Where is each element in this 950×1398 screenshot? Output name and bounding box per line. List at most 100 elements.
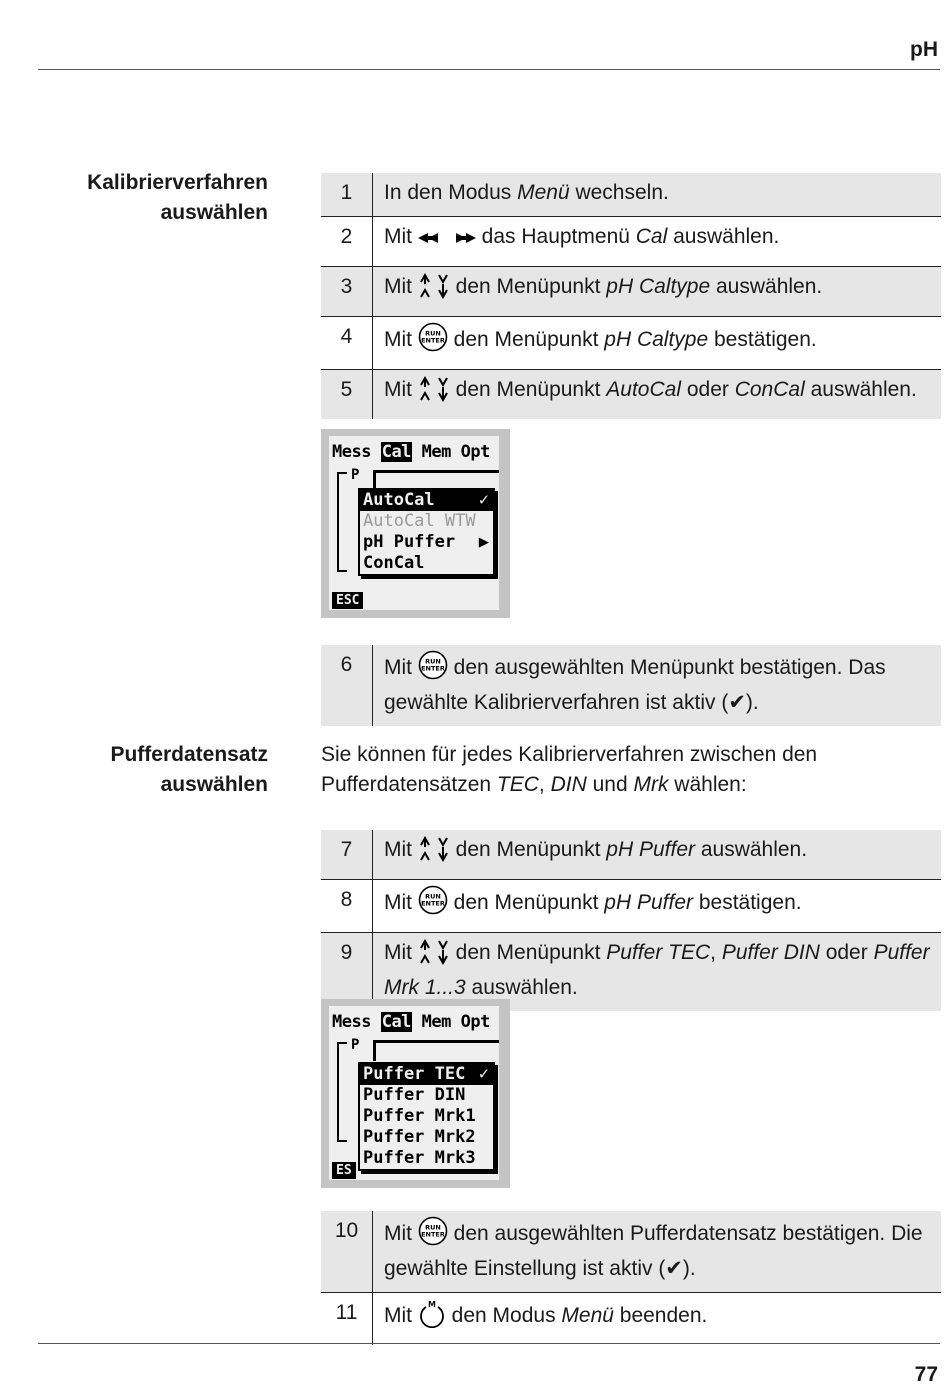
text-segment: Mit xyxy=(384,1304,418,1327)
lcd-menu-item: AutoCal✓ xyxy=(360,490,493,511)
heading-line: Pufferdatensatz xyxy=(110,743,268,766)
emphasized-text: pH Caltype xyxy=(604,328,709,351)
text-segment: Mit xyxy=(384,378,418,401)
step-number: 6 xyxy=(321,645,373,726)
lcd-menu-item: ConCal xyxy=(360,553,493,574)
step-text: Mit den Menüpunkt pH Puffer auswählen. xyxy=(372,830,941,880)
step-text: Mit den Menüpunkt AutoCal oder ConCal au… xyxy=(372,369,941,419)
header-rule xyxy=(38,69,940,70)
text-segment: Mit xyxy=(384,891,418,914)
step-number: 4 xyxy=(321,316,373,370)
text-segment: auswählen. xyxy=(804,378,917,401)
lcd-menu-cal: Cal xyxy=(380,442,412,462)
lcd-esc-softkey: ES xyxy=(332,1162,356,1179)
lcd-menu-item: Puffer Mrk2 xyxy=(360,1127,493,1148)
lcd-background-field xyxy=(373,470,499,491)
emphasized-text: Puffer DIN xyxy=(721,941,820,964)
emphasized-text: Puffer Mrk 1...3 xyxy=(384,941,930,999)
text-segment: , xyxy=(710,941,722,964)
lcd-bracket xyxy=(337,1042,347,1142)
intro-paragraph: Sie können für jedes Kalibrierverfahren … xyxy=(321,740,921,800)
lcd-background-label: P xyxy=(351,1037,360,1053)
left-right-arrows-icon xyxy=(417,227,476,257)
checkmark-icon: ✓ xyxy=(478,490,489,510)
text-segment: auswählen. xyxy=(465,976,578,999)
svg-text:ENTER: ENTER xyxy=(421,665,445,673)
heading-line: Kalibrierverfahren xyxy=(87,171,268,194)
up-down-arrows-icon xyxy=(418,938,450,973)
lcd-menu-item: Puffer TEC✓ xyxy=(360,1064,493,1085)
svg-text:M: M xyxy=(428,1300,436,1309)
text-segment: wechseln. xyxy=(569,181,669,204)
text-segment: Mit xyxy=(384,656,418,679)
step-number: 10 xyxy=(321,1211,373,1293)
step-number: 11 xyxy=(321,1292,373,1345)
heading-line: auswählen xyxy=(160,773,268,796)
lcd-menu-cal: Cal xyxy=(380,1012,412,1032)
lcd-item-label: Puffer Mrk3 xyxy=(363,1148,476,1168)
lcd-menu-bar: Mess Cal Mem Opt xyxy=(332,442,490,462)
text-segment: In den Modus xyxy=(384,181,518,204)
step-number: 5 xyxy=(321,369,373,419)
svg-text:RUN: RUN xyxy=(425,658,441,666)
step-text: In den Modus Menü wechseln. xyxy=(372,173,941,217)
lcd-menu-item: Puffer Mrk1 xyxy=(360,1106,493,1127)
lcd-menu-mess: Mess xyxy=(332,1012,371,1032)
emphasized-text: Menü xyxy=(561,1304,614,1327)
checkmark-icon: ✓ xyxy=(478,1064,489,1084)
text-segment: den Menüpunkt xyxy=(449,838,607,861)
text-segment: oder xyxy=(819,941,874,964)
text-segment: den ausgewählten Pufferdatensatz bestäti… xyxy=(384,1222,923,1280)
text-segment: und xyxy=(586,773,634,796)
text-segment: den Modus xyxy=(445,1304,562,1327)
lcd-item-label: Puffer Mrk1 xyxy=(363,1106,476,1126)
text-segment: auswählen. xyxy=(710,275,823,298)
step-text: Mit M den Modus Menü beenden. xyxy=(373,1293,942,1346)
text-segment: den Menüpunkt xyxy=(449,941,607,964)
lcd-background-label: P xyxy=(351,467,360,483)
text-segment: Mit xyxy=(384,941,418,964)
section-heading-buffer: Pufferdatensatz auswählen xyxy=(18,740,268,800)
lcd-menu-item: pH Puffer▶ xyxy=(360,532,493,553)
lcd-menu-mem: Mem xyxy=(421,1012,452,1032)
footer-rule xyxy=(38,1343,940,1344)
lcd-menu-mess: Mess xyxy=(332,442,371,462)
text-segment: bestätigen. xyxy=(708,328,817,351)
lcd-background-field xyxy=(373,1040,499,1061)
lcd-bracket xyxy=(337,472,347,572)
text-segment: den Menüpunkt xyxy=(447,891,605,914)
lcd-menu-mem: Mem xyxy=(421,442,452,462)
lcd-menu-item: Puffer Mrk3 xyxy=(360,1148,493,1169)
lcd-esc-softkey: ESC xyxy=(332,592,364,609)
text-segment: Mit xyxy=(384,225,418,248)
svg-text:RUN: RUN xyxy=(425,330,441,338)
lcd-item-label: ConCal xyxy=(363,553,425,573)
svg-text:ENTER: ENTER xyxy=(421,337,445,345)
emphasized-text: pH Puffer xyxy=(604,891,693,914)
menu-m-button-icon: M xyxy=(418,1298,446,1336)
page-number: 77 xyxy=(914,1363,938,1386)
step-number: 2 xyxy=(321,216,373,267)
svg-text:RUN: RUN xyxy=(425,1224,441,1232)
emphasized-text: Puffer TEC xyxy=(606,941,711,964)
text-segment: bestätigen. xyxy=(693,891,802,914)
